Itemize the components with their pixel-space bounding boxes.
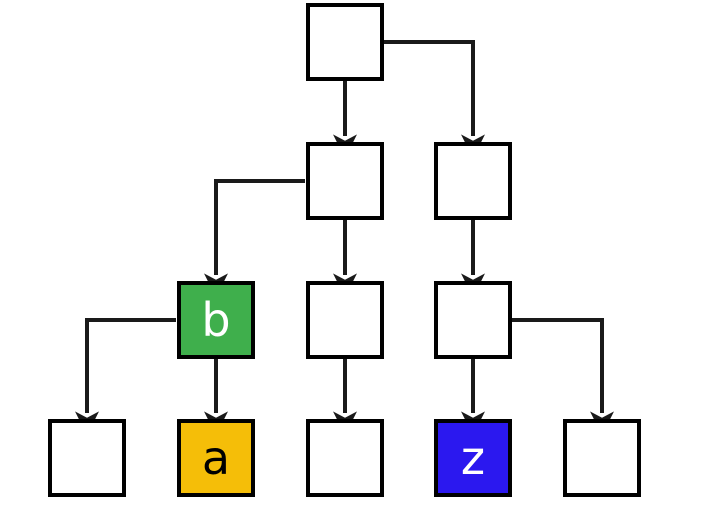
tree-edge — [204, 179, 305, 298]
tree-node-empty[interactable] — [306, 142, 384, 220]
tree-node-empty[interactable] — [306, 3, 384, 81]
tree-node-z[interactable]: z — [434, 419, 512, 497]
tree-edge — [384, 40, 485, 159]
tree-edge — [512, 318, 614, 436]
tree-node-label: b — [201, 293, 231, 347]
tree-node-empty[interactable] — [306, 419, 384, 497]
tree-edge — [75, 318, 176, 436]
tree-node-empty[interactable] — [434, 142, 512, 220]
tree-node-b[interactable]: b — [177, 281, 255, 359]
edge-group — [75, 40, 614, 436]
tree-node-a[interactable]: a — [177, 419, 255, 497]
tree-node-empty[interactable] — [563, 419, 641, 497]
tree-node-label: a — [201, 431, 231, 485]
tree-node-empty[interactable] — [306, 281, 384, 359]
tree-node-label: z — [460, 431, 486, 485]
tree-node-empty[interactable] — [48, 419, 126, 497]
tree-node-empty[interactable] — [434, 281, 512, 359]
